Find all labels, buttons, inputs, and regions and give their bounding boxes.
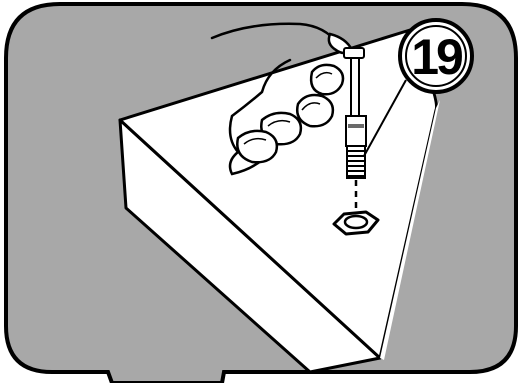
step-number-badge: 19	[400, 20, 472, 92]
step-number: 19	[411, 29, 462, 85]
